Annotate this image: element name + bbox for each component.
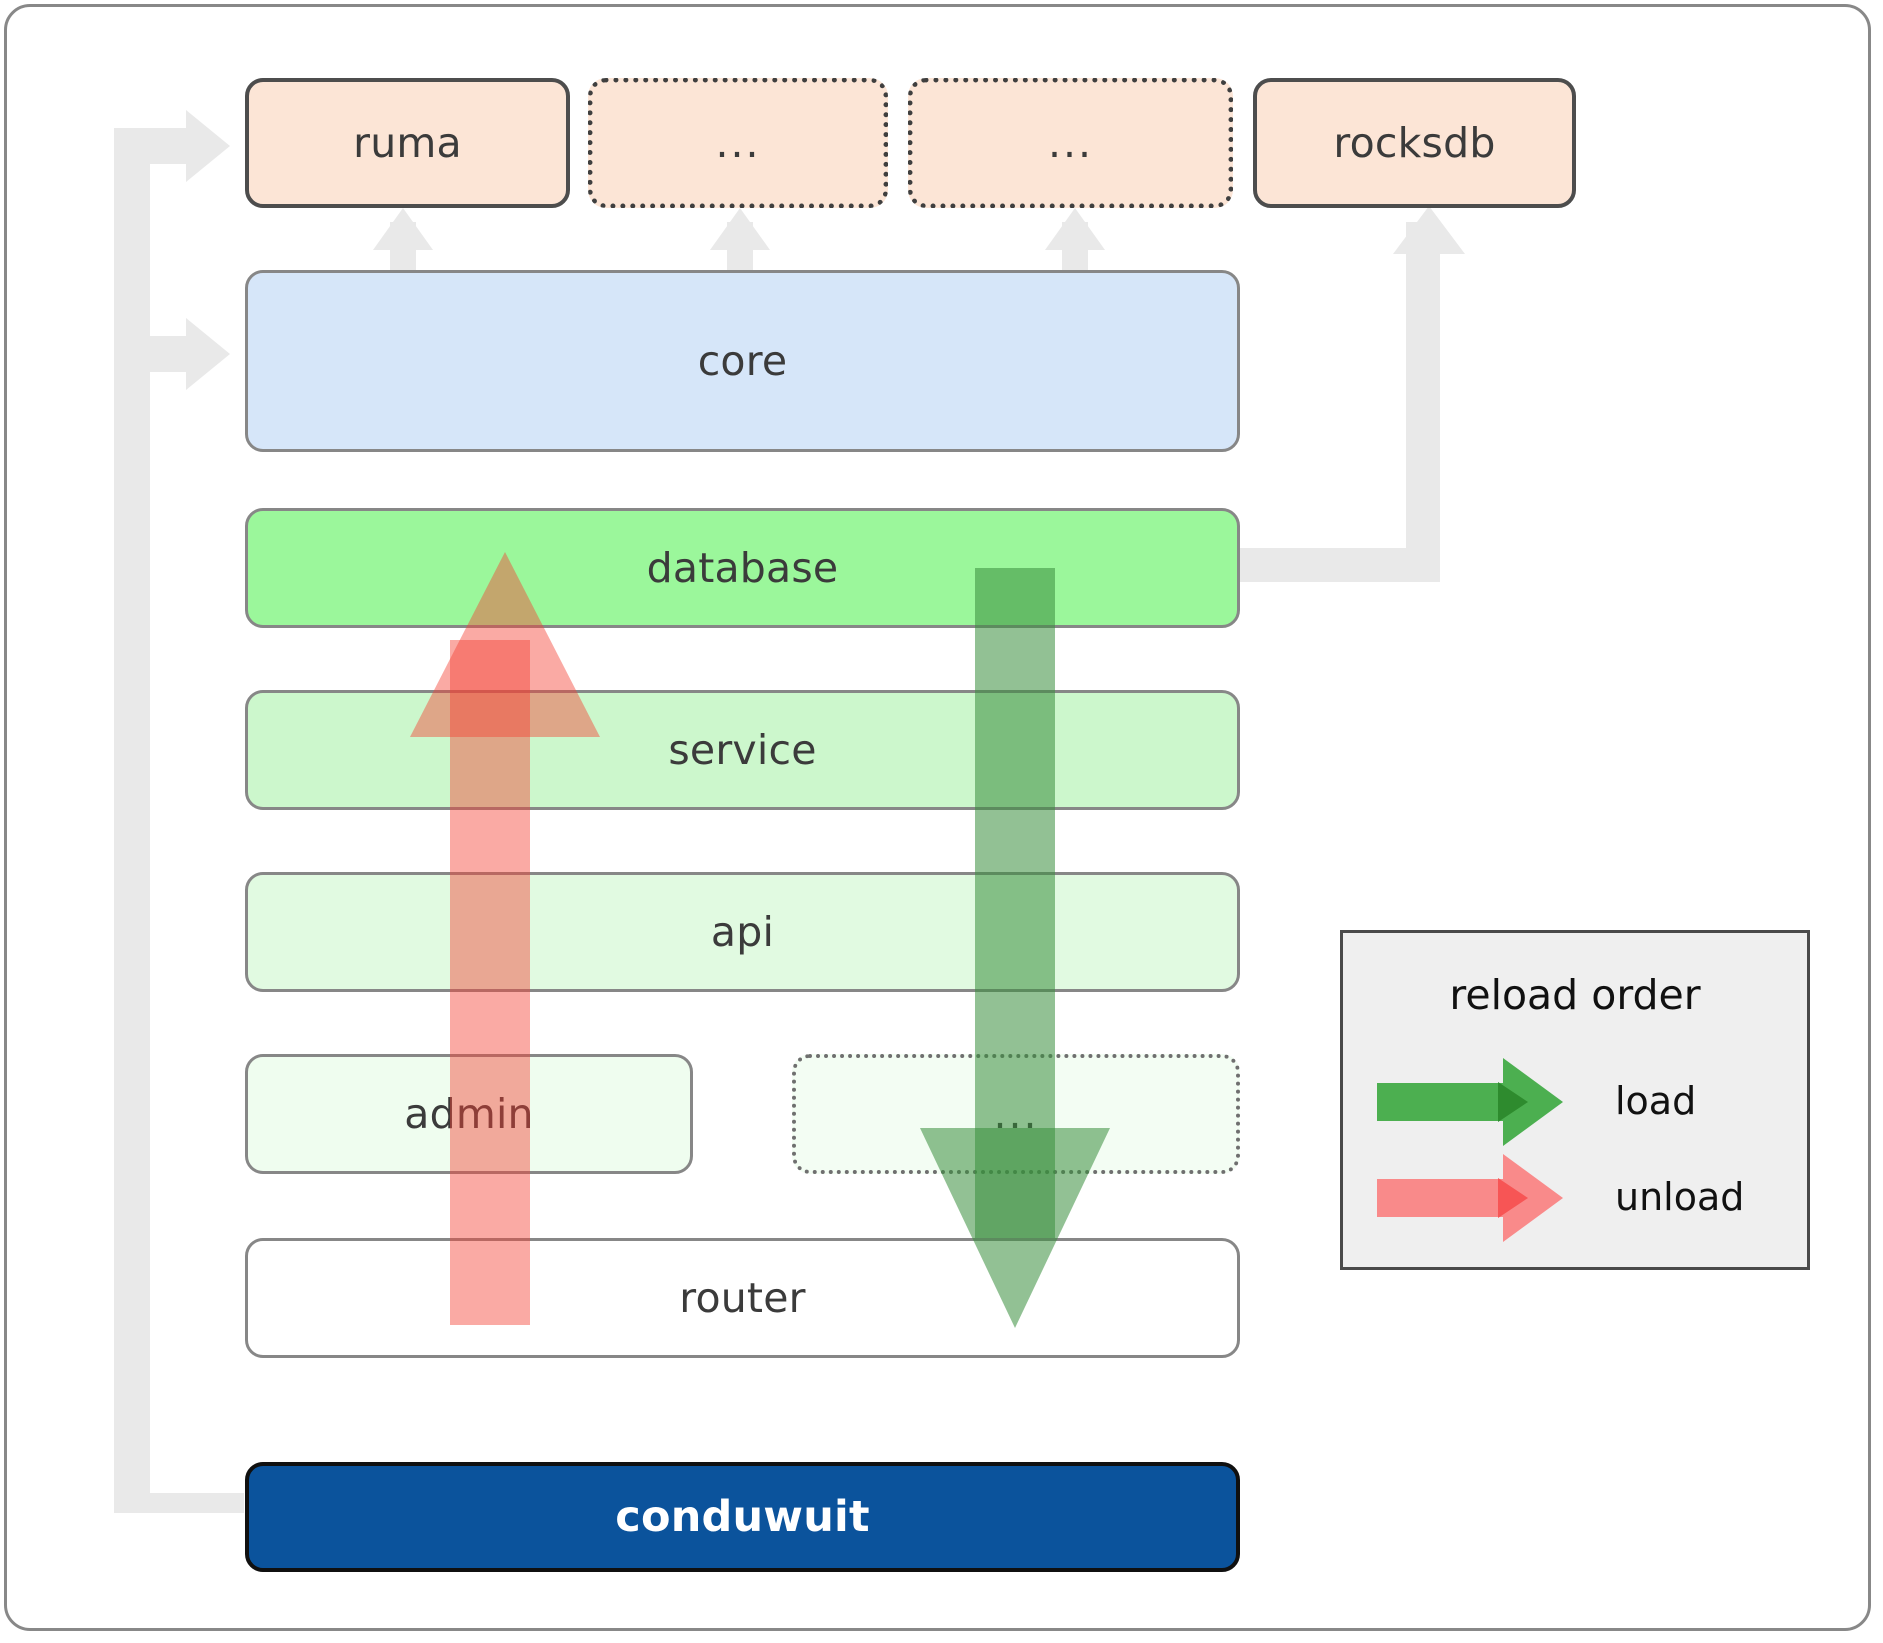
connector-conduwuit-to-trunk (114, 1493, 244, 1513)
legend-unload-arrow-tip (1498, 1178, 1528, 1218)
dep-label-ruma: ruma (353, 119, 462, 167)
layer-node-database[interactable]: database (245, 508, 1240, 628)
legend-load-arrow-shaft (1377, 1083, 1517, 1121)
legend-load-arrow-tip (1498, 1082, 1528, 1122)
legend-row-load: load (1343, 933, 1807, 1267)
dep-label-dep2: ... (715, 119, 761, 167)
layer-label-router: router (679, 1274, 806, 1322)
dep-node-dep2[interactable]: ... (588, 78, 888, 208)
connector-arrow-to-ruma (186, 110, 230, 182)
dep-node-dep3[interactable]: ... (908, 78, 1233, 208)
connector-core-to-dep2-head (710, 208, 770, 250)
connector-trunk-to-core (114, 336, 186, 372)
legend-title: reload order (1449, 971, 1701, 1019)
app-label-conduwuit: conduwuit (615, 1492, 870, 1542)
diagram-frame (4, 4, 1871, 1631)
dep-node-ruma[interactable]: ruma (245, 78, 570, 208)
layer-node-api[interactable]: api (245, 872, 1240, 992)
load-arrow-shaft (975, 568, 1055, 1238)
unload-arrow-shaft (450, 640, 530, 1325)
unload-arrow-head (410, 552, 600, 737)
connector-database-to-rocksdb-head (1393, 206, 1465, 254)
core-node[interactable]: core (245, 270, 1240, 452)
connector-arrow-to-core (186, 318, 230, 390)
legend-panel: reload order load unload (1340, 930, 1810, 1270)
dep-label-rocksdb: rocksdb (1333, 119, 1496, 167)
connector-core-to-ruma-head (373, 208, 433, 250)
load-arrow-head (920, 1128, 1110, 1328)
connector-database-to-rocksdb-vertical (1406, 222, 1440, 582)
app-node-conduwuit[interactable]: conduwuit (245, 1462, 1240, 1572)
dep-label-dep3: ... (1047, 119, 1094, 167)
legend-load-label: load (1615, 1079, 1697, 1123)
legend-unload-arrow-shaft (1377, 1179, 1517, 1217)
layer-label-database: database (646, 544, 839, 592)
legend-row-unload: unload (1343, 933, 1807, 1267)
layer-node-service[interactable]: service (245, 690, 1240, 810)
layer-label-api: api (710, 908, 775, 956)
dep-node-rocksdb[interactable]: rocksdb (1253, 78, 1576, 208)
connector-trunk-to-ruma (114, 128, 186, 164)
connector-core-to-dep3-head (1045, 208, 1105, 250)
core-label: core (697, 337, 788, 385)
layer-label-service: service (668, 726, 817, 774)
legend-unload-label: unload (1615, 1175, 1745, 1219)
